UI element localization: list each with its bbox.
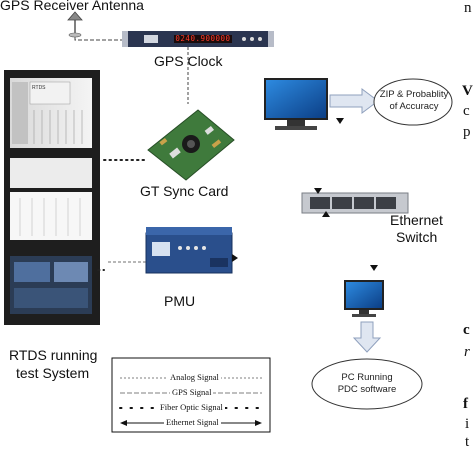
- legend-analog-text: Analog Signal: [168, 372, 221, 382]
- pmu-port-arrow: [232, 254, 238, 262]
- side-text-char: t: [465, 434, 470, 450]
- legend-ethernet-arrow-left: [120, 420, 127, 426]
- gt-sync-card-device: [147, 109, 235, 181]
- gps-clock-display: 0240.900000: [175, 34, 231, 43]
- zip-accuracy-ellipse: [373, 78, 453, 126]
- ethernet-switch-device: [301, 192, 409, 214]
- side-text-char: V: [462, 83, 473, 99]
- legend-entries: Analog Signal GPS Signal Fiber Optic Sig…: [112, 358, 270, 432]
- flow-arrow-to-zip: [329, 88, 379, 114]
- rtds-label-line1: RTDS running: [9, 347, 98, 363]
- pmu-device: [145, 227, 233, 274]
- side-text-char: n: [464, 0, 472, 16]
- gps-clock-label: GPS Clock: [154, 53, 223, 69]
- switch-to-pdc-arrow: [370, 265, 378, 271]
- side-text-char: p: [463, 124, 471, 140]
- zip-accuracy-text: ZIP & Probablity of Accuracy: [374, 89, 454, 113]
- legend-ethernet-arrow-right: [255, 420, 262, 426]
- legend-gps-text: GPS Signal: [170, 387, 214, 397]
- pdc-computer-icon: [344, 280, 384, 317]
- rtds-rack: [4, 70, 100, 325]
- legend-fiber-text: Fiber Optic Signal: [158, 402, 225, 412]
- side-text-char: r: [464, 344, 470, 360]
- switch-port-arrow-in: [314, 188, 322, 194]
- ethernet-switch-label-line1: Ethernet: [390, 212, 443, 228]
- side-text-char: f: [463, 396, 468, 412]
- side-text-char: c: [463, 322, 470, 338]
- gps-clock-device: [122, 31, 274, 47]
- pdc-software-text: PC Running PDC software: [317, 372, 417, 396]
- pmu-label: PMU: [164, 293, 196, 309]
- gps-antenna-icon: [67, 11, 83, 38]
- legend-ethernet-text: Ethernet Signal: [164, 417, 221, 427]
- pdc-line-2: PDC software: [337, 384, 397, 395]
- ethernet-switch-label-line2: Switch: [396, 229, 438, 245]
- zip-line-2: of Accuracy: [389, 101, 439, 112]
- flow-arrow-to-pdc: [352, 321, 382, 353]
- zip-line-1: ZIP & Probablity: [379, 89, 449, 100]
- gps-signal-line-antenna: [74, 37, 122, 41]
- rtds-label-line2: test System: [16, 365, 90, 381]
- computer-monitor-icon: [264, 78, 328, 130]
- pdc-line-1: PC Running: [341, 372, 393, 383]
- gps-antenna-label: GPS Receiver Antenna: [0, 0, 144, 13]
- side-text-char: i: [465, 416, 470, 432]
- rack-panel-label: RTDS: [32, 85, 46, 91]
- side-text-char: c: [463, 103, 470, 119]
- gt-sync-card-label: GT Sync Card: [140, 183, 229, 199]
- pdc-software-ellipse: [311, 358, 423, 410]
- pc-port-arrow: [336, 118, 344, 124]
- switch-port-arrow-out: [322, 211, 330, 217]
